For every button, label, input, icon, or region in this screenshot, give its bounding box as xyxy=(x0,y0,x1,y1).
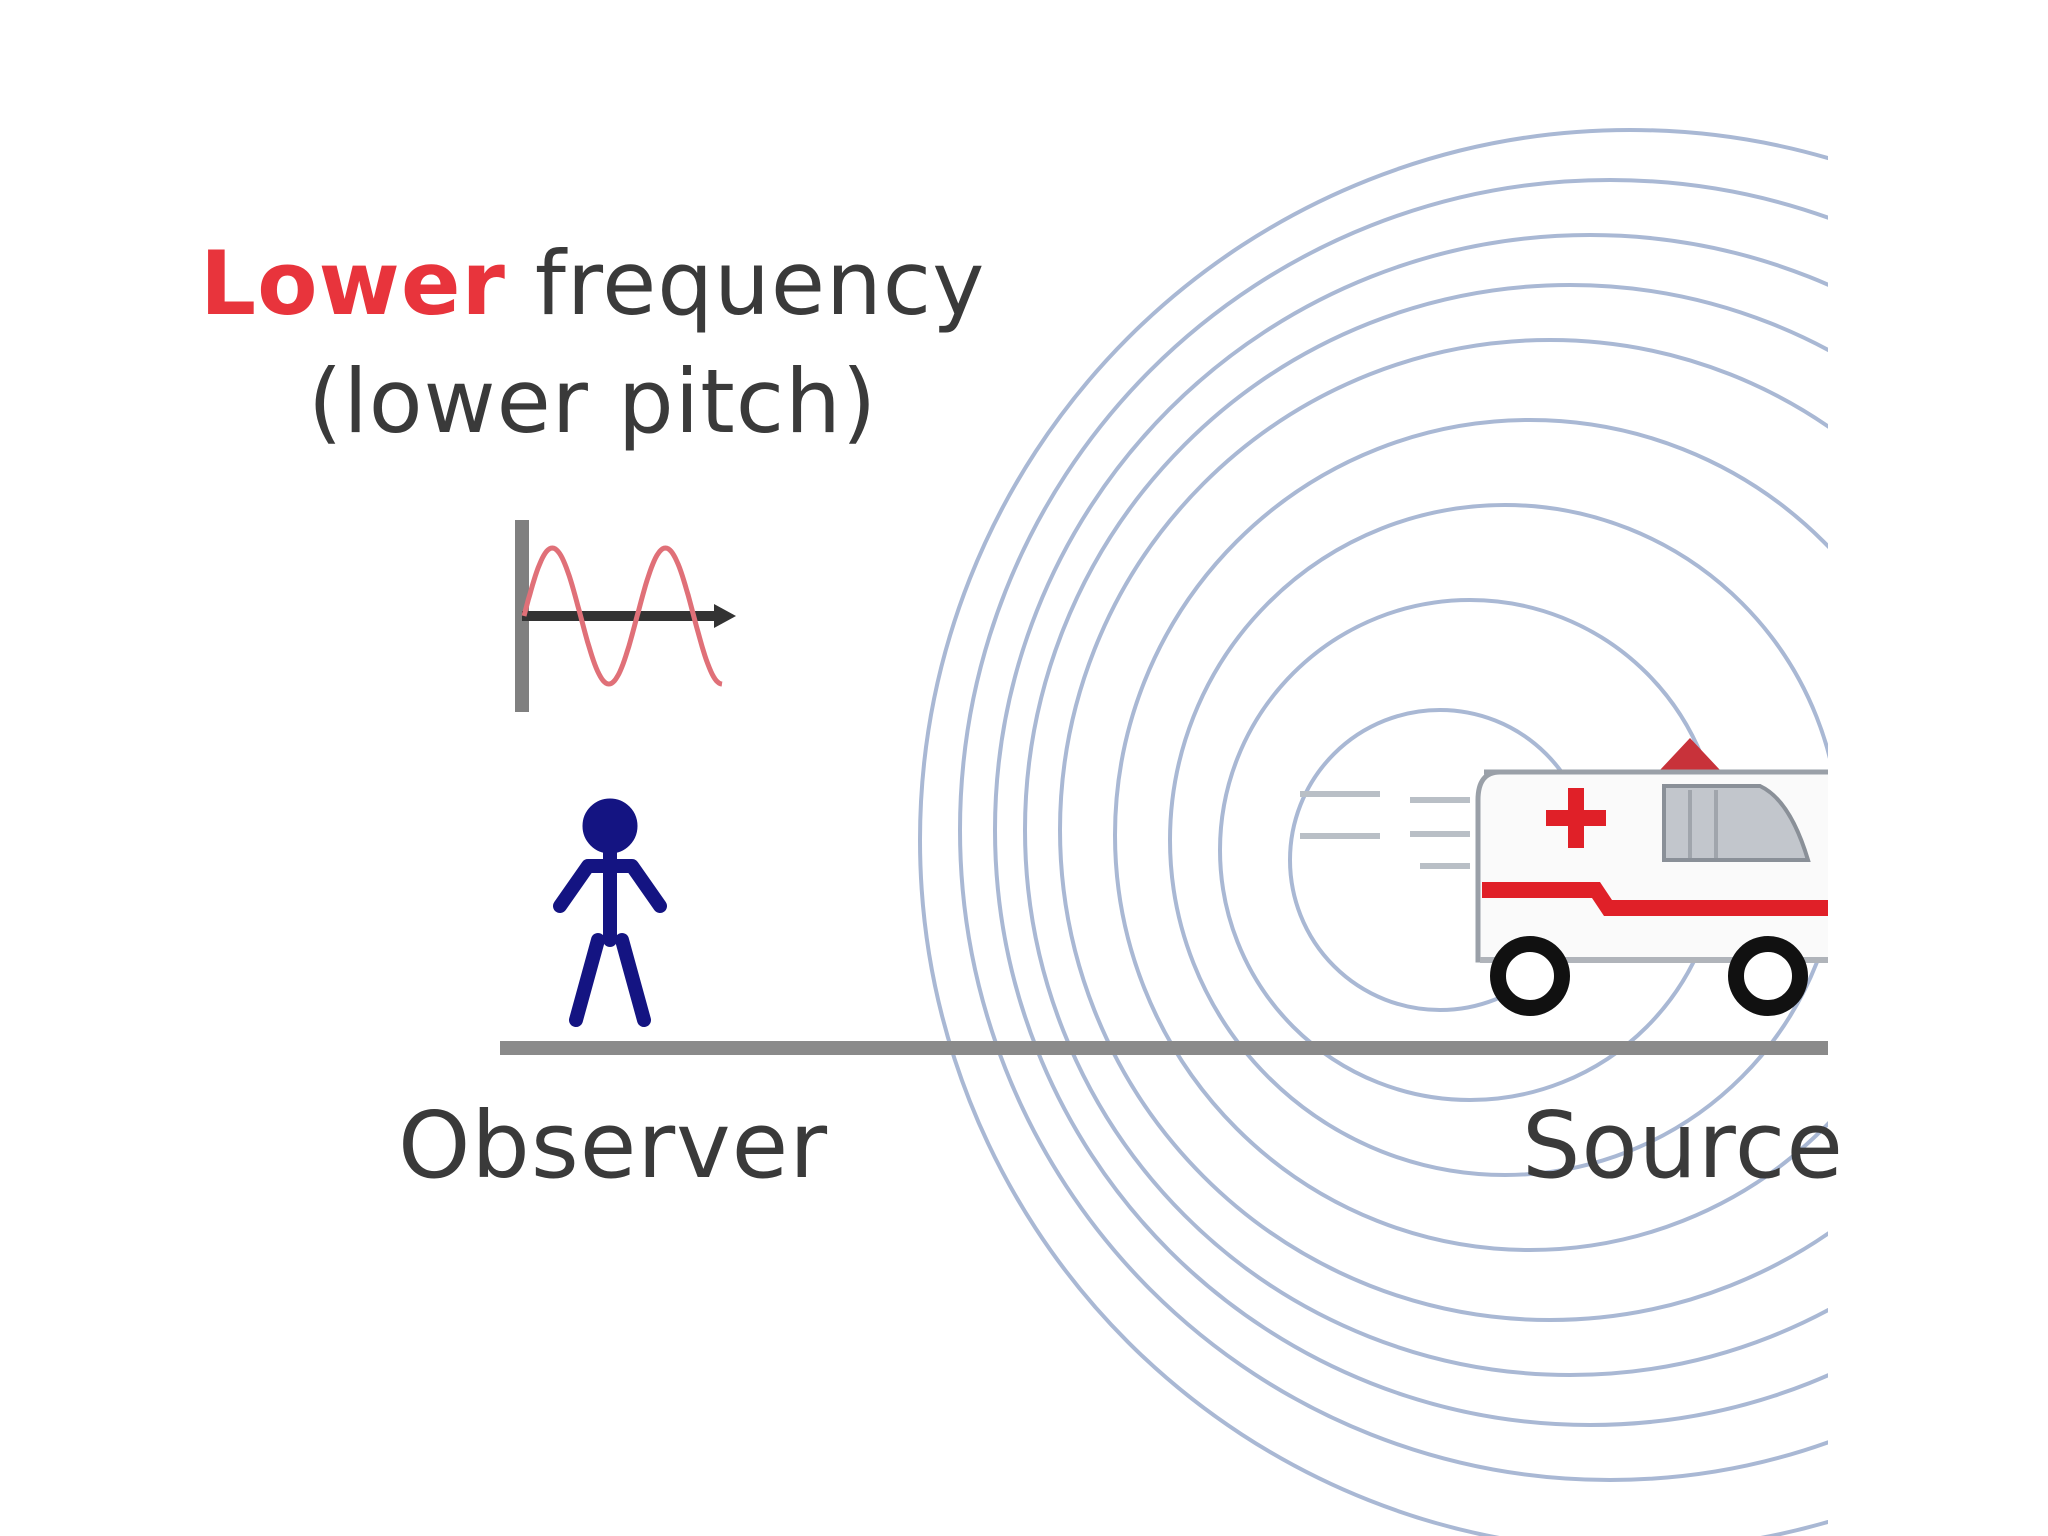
title-accent-word: Lower xyxy=(200,232,506,335)
wavefront-ring xyxy=(958,178,1828,1482)
sine-wave-icon xyxy=(515,520,736,712)
wavefront-ring xyxy=(1058,338,1828,1322)
source-label: Source xyxy=(1522,1092,1844,1199)
wavefront-ring xyxy=(993,233,1828,1427)
wavefront-ring xyxy=(1113,418,1828,1252)
ambulance-icon xyxy=(1300,738,1828,1016)
observer-label: Observer xyxy=(398,1092,829,1199)
stick-figure-icon xyxy=(553,798,667,1027)
title-line-2: (lower pitch) xyxy=(308,350,878,453)
motion-lines xyxy=(1300,791,1470,869)
title-rest: frequency xyxy=(505,232,986,335)
wavefront-ring xyxy=(1023,283,1828,1377)
title-line-1: Lower frequency xyxy=(200,232,985,335)
wavefront-ring xyxy=(1168,503,1828,1177)
wavefront-ring xyxy=(918,128,1828,1536)
sound-wavefronts xyxy=(918,128,1828,1536)
